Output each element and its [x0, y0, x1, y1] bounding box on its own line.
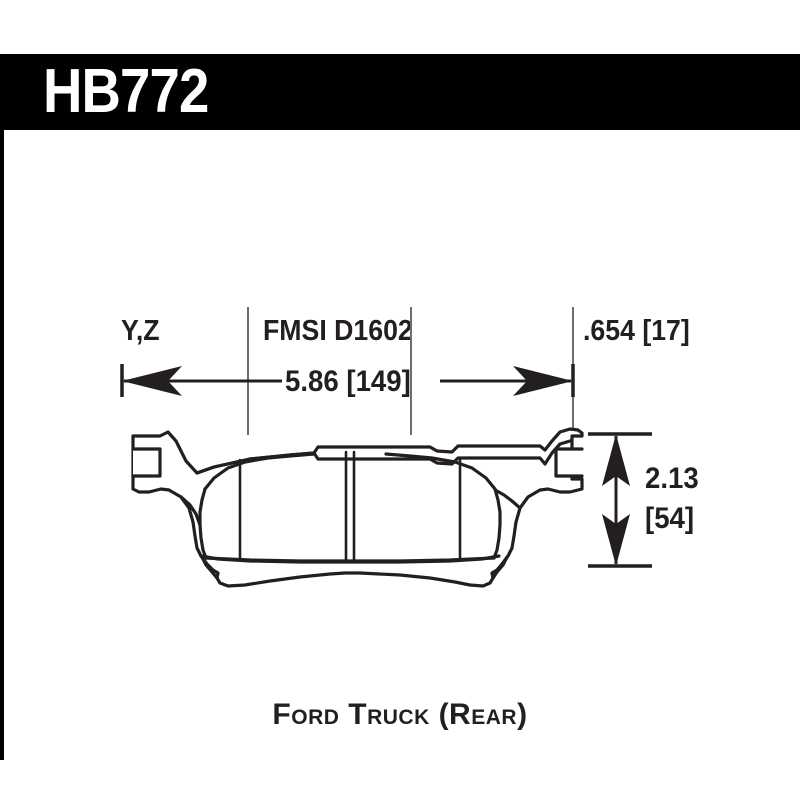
header-bar	[0, 54, 800, 130]
spec-divider-1	[247, 307, 249, 435]
left-shoulder-curve	[179, 495, 202, 527]
height-dimension-label-mm: [54]	[645, 502, 695, 535]
right-shoulder-curve	[495, 489, 522, 510]
backing-plate-upper-lip	[195, 439, 572, 475]
height-arrowhead-top	[602, 434, 630, 486]
backing-plate-silhouette	[131, 427, 584, 588]
brake-pad-outline	[131, 427, 584, 588]
right-tail-inner-line	[491, 555, 509, 580]
friction-top-edge-right	[384, 452, 497, 491]
left-border-rule	[0, 130, 4, 760]
spec-divider-2	[410, 307, 412, 435]
right-ear-notch	[554, 447, 584, 478]
thickness-value: .654 [17]	[583, 315, 690, 347]
height-dimension-arrow	[588, 432, 652, 568]
fmsi-number: FMSI D1602	[263, 315, 413, 347]
part-number: HB772	[43, 57, 209, 126]
friction-bottom-chamfer	[199, 554, 501, 564]
width-dimension-label: 5.86 [149]	[285, 365, 411, 398]
width-arrowhead-right	[513, 366, 573, 396]
friction-lower-edge	[204, 556, 496, 563]
spec-divider-3	[572, 307, 574, 435]
height-dimension-label-inches: 2.13	[645, 462, 699, 495]
left-ear-notch	[131, 447, 162, 478]
friction-material-body	[198, 487, 208, 560]
spec-row: Y,Z FMSI D1602 .654 [17]	[0, 150, 800, 435]
left-tail-inner-line	[200, 555, 219, 580]
width-arrowhead-left	[122, 366, 182, 396]
application-caption: Ford Truck (Rear)	[272, 698, 528, 731]
height-arrowhead-bottom	[602, 514, 630, 566]
friction-top-edge	[203, 452, 316, 491]
friction-material-body-right	[492, 487, 502, 560]
compound-code: Y,Z	[121, 315, 160, 347]
